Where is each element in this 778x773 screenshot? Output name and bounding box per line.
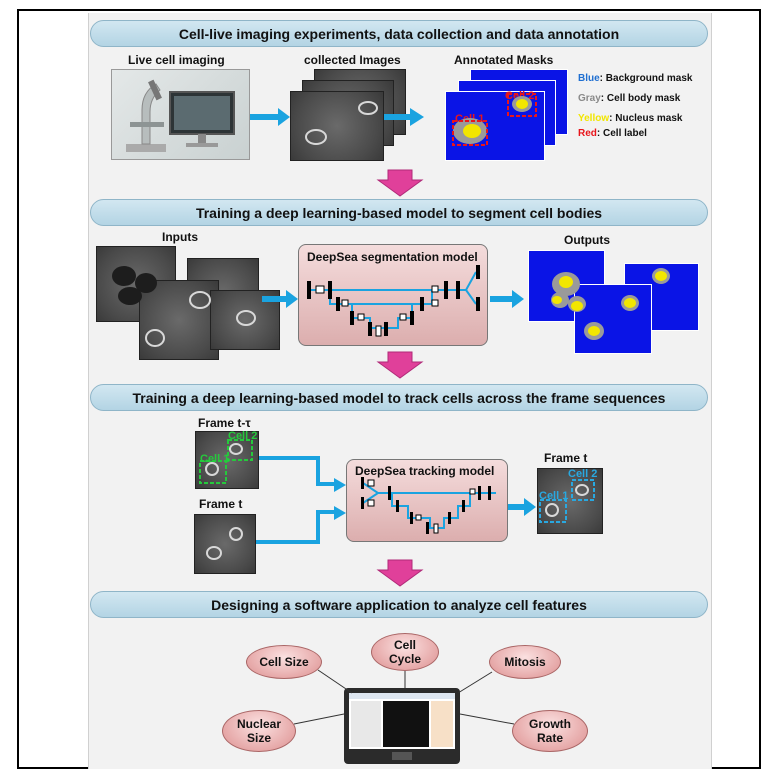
banner-step3: Training a deep learning-based model to …: [90, 384, 708, 411]
frame-out-cell2-label: Cell 2: [568, 468, 598, 480]
inputs-label: Inputs: [162, 230, 198, 244]
microscope-illustration: [126, 79, 235, 152]
down-arrow-3: [376, 559, 424, 587]
outputs-label: Outputs: [564, 233, 610, 247]
arrow-model-to-outputs: [490, 290, 524, 308]
legend-yellow: Yellow: Nucleus mask: [578, 113, 683, 124]
arrow-inputs-to-model: [262, 290, 298, 308]
down-arrow-2: [376, 351, 424, 379]
feature-mitosis: Mitosis: [489, 645, 561, 679]
banner-step4: Designing a software application to anal…: [90, 591, 708, 618]
annotated-masks-label: Annotated Masks: [454, 53, 554, 67]
software-monitor: [344, 688, 460, 764]
segmentation-model-title: DeepSea segmentation model: [307, 250, 478, 264]
software-screen: [349, 693, 455, 749]
legend-red: Red: Cell label: [578, 128, 647, 139]
microscope-photo: [111, 69, 250, 160]
legend-gray: Gray: Cell body mask: [578, 93, 681, 104]
connector-t-to-model: [256, 510, 336, 544]
frame-out-label: Frame t: [544, 451, 588, 465]
banner-step2: Training a deep learning-based model to …: [90, 199, 708, 226]
arrow-tracking-to-output: [508, 498, 536, 516]
frame-t-image: [194, 514, 256, 574]
collected-images-label: collected Images: [304, 53, 401, 67]
live-imaging-label: Live cell imaging: [128, 53, 225, 67]
tracking-model-title: DeepSea tracking model: [355, 464, 495, 478]
legend-blue: Blue: Background mask: [578, 73, 693, 84]
frame-t-label: Frame t: [199, 497, 243, 511]
connector-prev-to-model: [259, 456, 336, 486]
output-mask-3: [574, 284, 652, 354]
arrow-images-to-masks: [384, 108, 424, 126]
banner-step1: Cell-live imaging experiments, data coll…: [90, 20, 708, 47]
arrow-microscope-to-images: [250, 108, 290, 126]
feature-cell-size: Cell Size: [246, 645, 322, 679]
frame-prev-label: Frame t-τ: [198, 416, 251, 430]
down-arrow-1: [376, 169, 424, 197]
